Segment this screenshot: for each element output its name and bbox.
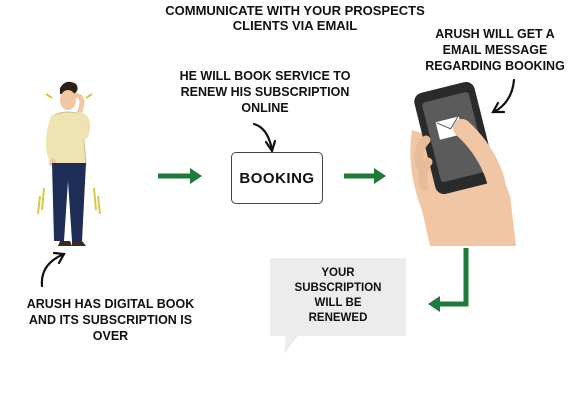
flow-arrow-right	[344, 168, 386, 184]
booking-box: BOOKING	[231, 152, 323, 204]
renewal-note: YOUR SUBSCRIPTION WILL BE RENEWED	[294, 267, 382, 324]
curved-pointer-arrow	[40, 251, 66, 288]
email-message-caption: ARUSH WILL GET A EMAIL MESSAGE REGARDING…	[425, 27, 565, 73]
flow-arrow-down-left	[428, 248, 469, 312]
hand-phone-illustration	[410, 81, 516, 246]
curved-pointer-arrow	[252, 122, 277, 154]
diagram-title: COMMUNICATE WITH YOUR PROSPECTS CLIENTS …	[165, 3, 425, 33]
person-illustration	[37, 81, 101, 246]
book-service-caption: HE WILL BOOK SERVICE TO RENEW HIS SUBSCR…	[179, 69, 351, 115]
curved-pointer-arrow	[491, 78, 516, 114]
person-caption: ARUSH HAS DIGITAL BOOK AND ITS SUBSCRIPT…	[26, 297, 195, 343]
flow-arrow-right	[158, 168, 202, 184]
speech-note	[270, 258, 406, 354]
